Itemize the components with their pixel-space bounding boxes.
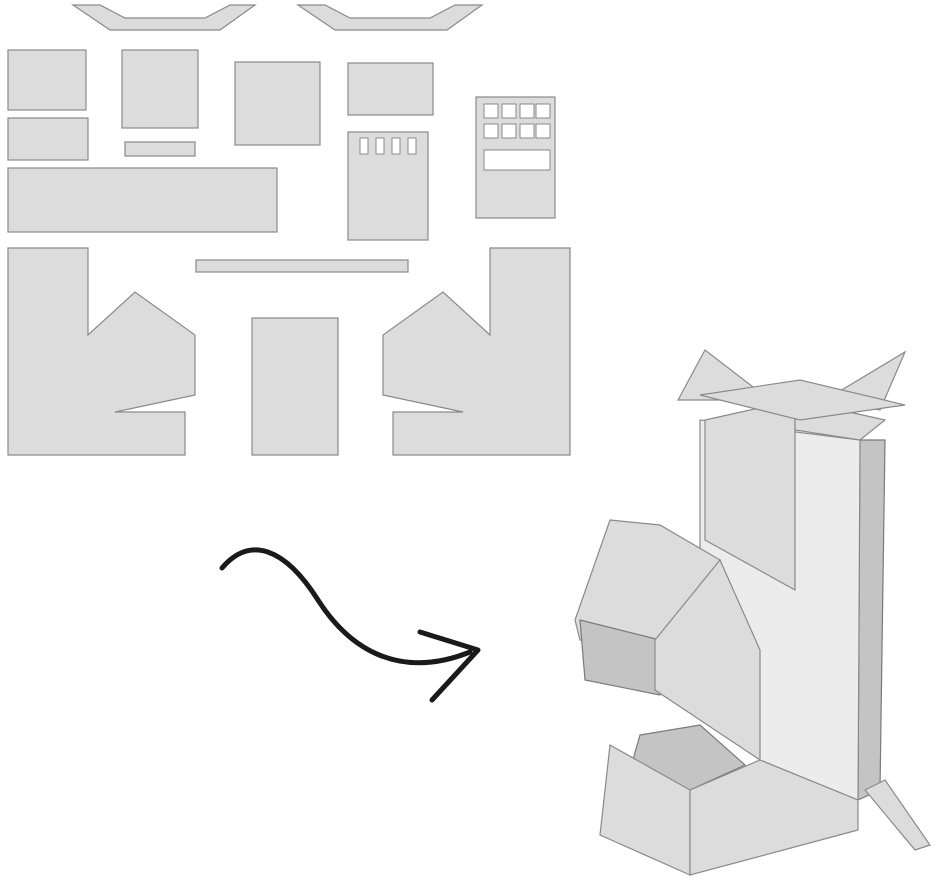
flat-pack-parts — [7, 4, 571, 456]
panel — [234, 61, 321, 146]
grate-panel — [475, 96, 556, 219]
side-panel-right — [382, 247, 571, 456]
panel — [251, 317, 339, 456]
comb-panel — [347, 131, 429, 241]
panel — [347, 62, 434, 116]
panel — [7, 117, 89, 161]
pot-support-bracket — [71, 4, 257, 31]
long-panel — [7, 167, 278, 233]
curved-arrow-icon — [219, 547, 481, 703]
strip — [195, 259, 409, 273]
panel — [7, 49, 87, 111]
panel — [121, 49, 199, 129]
pot-support-bracket — [296, 4, 484, 31]
side-panel-left — [7, 247, 196, 456]
assembled-rocket-stove — [574, 349, 931, 876]
strip — [124, 141, 196, 157]
